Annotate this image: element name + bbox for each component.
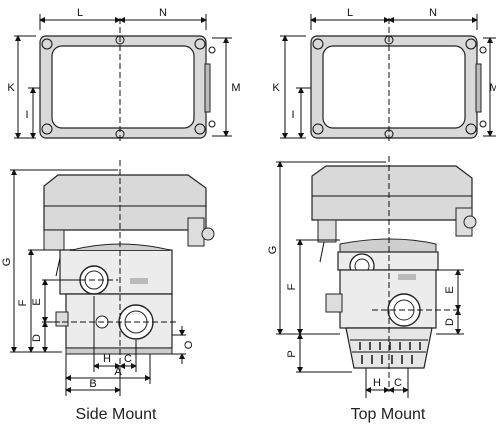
label-K-side: K (7, 82, 15, 94)
label-L-side: L (77, 7, 83, 19)
top-mount-front-view (276, 156, 477, 398)
label-E-side: E (31, 298, 43, 305)
label-A-side: A (114, 366, 122, 378)
label-G-side: G (1, 258, 13, 267)
label-H-top: H (373, 377, 381, 389)
side-mount-front-view (10, 160, 215, 396)
caption-side-mount: Side Mount (76, 406, 157, 423)
label-N-side: N (159, 7, 167, 19)
caption-top-mount: Top Mount (351, 406, 426, 423)
label-I-side: I (25, 109, 28, 121)
label-M-side: M (231, 82, 240, 94)
label-D-side: D (31, 334, 43, 342)
label-I-top: I (291, 109, 294, 121)
label-F-top: F (286, 283, 298, 290)
label-O-side: O (183, 340, 195, 349)
label-G-top: G (267, 246, 279, 255)
label-C-side: C (124, 353, 132, 365)
label-P-top: P (286, 350, 298, 357)
label-M-top: M (489, 82, 496, 94)
top-mount-top-view (280, 14, 496, 142)
label-N-top: N (429, 7, 437, 19)
label-B-side: B (89, 378, 96, 390)
label-L-top: L (347, 7, 353, 19)
label-K-top: K (272, 82, 280, 94)
label-D-top: D (444, 318, 456, 326)
label-E-top: E (444, 286, 456, 293)
dimension-labels: L N K I M L N K I M G F E D O H C A B G … (1, 7, 496, 390)
label-H-side: H (103, 353, 111, 365)
side-mount-top-view (14, 14, 232, 142)
label-C-top: C (394, 377, 402, 389)
label-F-side: F (17, 299, 29, 306)
